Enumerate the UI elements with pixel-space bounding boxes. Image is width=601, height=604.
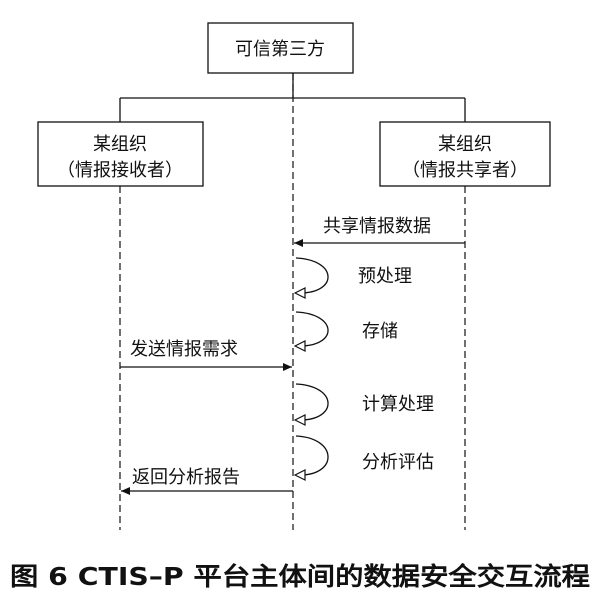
self-loop-storage xyxy=(296,311,329,346)
receiver-label-line1: 某组织 xyxy=(93,134,147,155)
step-preprocess-label: 预处理 xyxy=(358,266,412,287)
third-party-label: 可信第三方 xyxy=(235,39,325,60)
third-party-box xyxy=(207,22,354,74)
send-request-label: 发送情报需求 xyxy=(130,339,238,360)
self-loop-analysis xyxy=(296,435,329,475)
receiver-label-line2: （情报接收者） xyxy=(57,160,183,181)
sharer-box xyxy=(379,121,551,187)
return-report-label: 返回分析报告 xyxy=(132,467,240,488)
sharer-label-line2: （情报共享者） xyxy=(402,160,528,181)
sharer-label-line1: 某组织 xyxy=(438,134,492,155)
receiver-box xyxy=(37,121,204,187)
figure-caption: 图 6 CTIS–P 平台主体间的数据安全交互流程 xyxy=(10,562,590,591)
step-analysis-label: 分析评估 xyxy=(362,452,434,473)
share-data-label: 共享情报数据 xyxy=(323,216,431,237)
step-compute-label: 计算处理 xyxy=(362,394,434,415)
self-loop-preprocess xyxy=(296,257,329,293)
self-loop-compute xyxy=(296,383,329,420)
step-storage-label: 存储 xyxy=(362,321,398,342)
